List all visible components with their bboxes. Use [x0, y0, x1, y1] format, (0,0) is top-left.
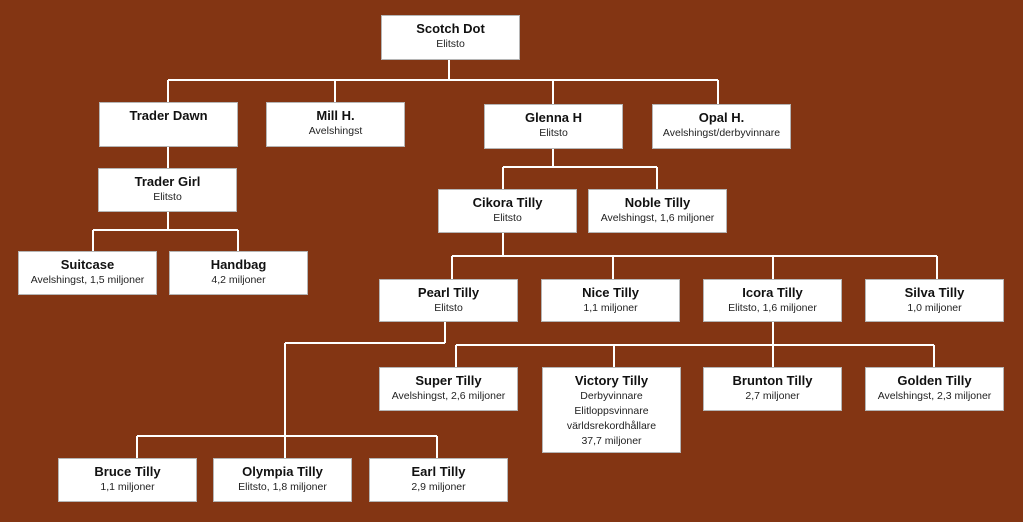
node-info: Avelshingst, 2,6 miljoner	[391, 390, 506, 402]
node-nice-tilly: Nice Tilly 1,1 miljoner	[541, 279, 680, 322]
node-info: 4,2 miljoner	[211, 274, 266, 286]
node-name: Noble Tilly	[624, 195, 691, 210]
node-name: Bruce Tilly	[94, 464, 161, 479]
node-name: Cikora Tilly	[472, 195, 543, 210]
node-brunton-tilly: Brunton Tilly 2,7 miljoner	[703, 367, 842, 411]
node-name: Pearl Tilly	[417, 285, 480, 300]
node-name: Olympia Tilly	[242, 464, 323, 479]
node-info: Elitsto, 1,6 miljoner	[728, 302, 817, 314]
node-name: Opal H.	[698, 110, 745, 125]
node-name: Mill H.	[316, 108, 355, 123]
node-mill-h: Mill H. Avelshingst	[266, 102, 405, 147]
node-info: Avelshingst/derbyvinnare	[662, 127, 781, 139]
node-info: 1,0 miljoner	[907, 302, 962, 314]
node-info: Derbyvinnare Elitloppsvinnare världsreko…	[566, 390, 657, 447]
node-info: Avelshingst, 1,6 miljoner	[600, 212, 715, 224]
node-name: Trader Dawn	[129, 108, 208, 123]
node-name: Suitcase	[60, 257, 115, 272]
node-glenna-h: Glenna H Elitsto	[484, 104, 623, 149]
node-info: Avelshingst	[308, 125, 363, 137]
node-info: Elitsto	[434, 302, 463, 314]
node-name: Handbag	[210, 257, 267, 272]
node-name: Icora Tilly	[742, 285, 803, 300]
node-name: Nice Tilly	[582, 285, 639, 300]
node-silva-tilly: Silva Tilly 1,0 miljoner	[865, 279, 1004, 322]
node-info: Elitsto	[539, 127, 568, 139]
node-info: 1,1 miljoner	[100, 481, 155, 493]
node-bruce-tilly: Bruce Tilly 1,1 miljoner	[58, 458, 197, 502]
node-info: 2,9 miljoner	[411, 481, 466, 493]
node-trader-dawn: Trader Dawn	[99, 102, 238, 147]
node-name: Trader Girl	[134, 174, 201, 189]
node-name: Silva Tilly	[904, 285, 965, 300]
node-earl-tilly: Earl Tilly 2,9 miljoner	[369, 458, 508, 502]
node-name: Glenna H	[524, 110, 583, 125]
node-name: Earl Tilly	[411, 464, 466, 479]
node-name: Scotch Dot	[416, 21, 485, 36]
node-handbag: Handbag 4,2 miljoner	[169, 251, 308, 295]
node-info: Elitsto, 1,8 miljoner	[238, 481, 327, 493]
node-info: Elitsto	[493, 212, 522, 224]
node-opal-h: Opal H. Avelshingst/derbyvinnare	[652, 104, 791, 149]
node-info: Elitsto	[436, 38, 465, 50]
node-info: Elitsto	[153, 191, 182, 203]
node-name: Victory Tilly	[574, 373, 649, 388]
node-info: Avelshingst, 2,3 miljoner	[877, 390, 992, 402]
node-info: Avelshingst, 1,5 miljoner	[30, 274, 145, 286]
node-info: 2,7 miljoner	[745, 390, 800, 402]
node-name: Brunton Tilly	[732, 373, 813, 388]
node-name: Golden Tilly	[897, 373, 972, 388]
node-info: 1,1 miljoner	[583, 302, 638, 314]
node-name: Super Tilly	[415, 373, 482, 388]
